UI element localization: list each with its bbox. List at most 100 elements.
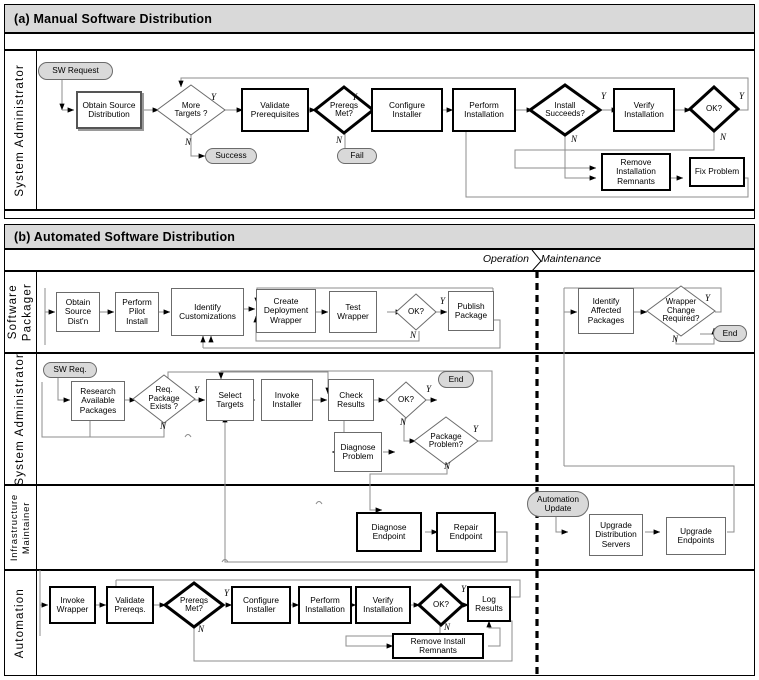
node-label: Publish Package	[454, 300, 488, 320]
node-obtain-source-distn[interactable]: Obtain Source Dist'n	[56, 292, 100, 332]
node-perform-installation-automation[interactable]: Perform Installation	[298, 586, 352, 624]
yn-label: N	[185, 137, 192, 147]
node-verify-installation[interactable]: Verify Installation	[613, 88, 675, 132]
node-check-results[interactable]: Check Results	[328, 379, 374, 421]
node-label: Diagnose Endpoint	[371, 521, 407, 541]
node-label: Invoke Wrapper	[56, 594, 89, 614]
node-fail[interactable]: Fail	[337, 148, 377, 164]
node-perform-installation[interactable]: Perform Installation	[452, 88, 516, 132]
node-label: Obtain Source Dist'n	[64, 297, 92, 326]
node-package-problem[interactable]: Package Problem?	[413, 416, 479, 466]
node-label: Repair Endpoint	[449, 521, 483, 541]
node-invoke-wrapper[interactable]: Invoke Wrapper	[49, 586, 96, 624]
node-label: End	[448, 373, 464, 384]
yn-label: Y	[211, 92, 217, 102]
node-publish-package[interactable]: Publish Package	[448, 291, 494, 331]
node-label: Perform Installation	[305, 594, 345, 614]
node-label: Diagnose Problem	[340, 441, 376, 461]
lane-label-system-administrator-a: System Administrator	[4, 50, 37, 210]
node-label: Remove Installation Remnants	[616, 157, 656, 186]
node-label: Create Deployment Wrapper	[263, 296, 309, 325]
node-research-available-packages[interactable]: Research Available Packages	[71, 381, 125, 421]
phase-label-maintenance: Maintenance	[541, 253, 602, 265]
node-ok-packager[interactable]: OK?	[395, 293, 437, 331]
node-sw-req[interactable]: SW Req.	[43, 362, 97, 378]
node-end-sysadmin[interactable]: End	[438, 371, 474, 388]
yn-label: Y	[473, 424, 479, 434]
yn-label: Y	[352, 92, 358, 102]
yn-label: Y	[739, 91, 745, 101]
node-select-targets[interactable]: Select Targets	[206, 379, 254, 421]
node-automation-update[interactable]: Automation Update	[527, 491, 589, 517]
node-label: Research Available Packages	[79, 386, 117, 415]
panel-a-footer-band	[4, 210, 755, 219]
lane-label-text: System Administrator	[14, 352, 27, 486]
node-configure-installer-automation[interactable]: Configure Installer	[231, 586, 291, 624]
yn-label: Y	[194, 385, 200, 395]
node-diagnose-endpoint[interactable]: Diagnose Endpoint	[356, 512, 422, 552]
node-test-wrapper[interactable]: Test Wrapper	[329, 291, 377, 333]
node-diagnose-problem[interactable]: Diagnose Problem	[334, 432, 382, 472]
node-label: Select Targets	[216, 389, 244, 409]
yn-label: N	[410, 330, 417, 340]
node-label: Upgrade Distribution Servers	[595, 520, 637, 549]
node-success[interactable]: Success	[205, 148, 257, 164]
panel-b-phase-band	[4, 249, 755, 271]
yn-label: N	[672, 334, 679, 344]
node-ok[interactable]: OK?	[688, 85, 740, 133]
yn-label: N	[198, 624, 205, 634]
node-install-succeeds[interactable]: Install Succeeds?	[528, 83, 602, 137]
lane-label-text: System Administrator	[14, 63, 27, 197]
node-verify-installation-automation[interactable]: Verify Installation	[355, 586, 411, 624]
yn-label: N	[720, 132, 727, 142]
node-ok-sysadmin[interactable]: OK?	[385, 381, 427, 419]
yn-label: N	[571, 134, 578, 144]
yn-label: N	[400, 417, 407, 427]
node-label: Upgrade Endpoints	[677, 525, 715, 545]
node-create-deployment-wrapper[interactable]: Create Deployment Wrapper	[256, 289, 316, 333]
node-label: Identify Customizations	[179, 301, 236, 321]
node-req-package-exists[interactable]: Req. Package Exists ?	[132, 374, 196, 424]
node-log-results[interactable]: Log Results	[467, 586, 511, 622]
panel-a-title: (a) Manual Software Distribution	[4, 4, 755, 33]
node-label: Validate Prerequisites	[250, 99, 300, 119]
node-label: Fail	[350, 150, 364, 161]
node-remove-install-remnants[interactable]: Remove Install Remnants	[392, 633, 484, 659]
node-label: Perform Pilot Install	[122, 297, 152, 326]
node-ok-automation[interactable]: OK?	[417, 583, 465, 627]
node-label: SW Request	[52, 65, 99, 76]
node-prereqs-met-automation[interactable]: Prereqs Met?	[163, 581, 225, 629]
node-upgrade-distribution-servers[interactable]: Upgrade Distribution Servers	[589, 514, 643, 556]
node-label: Log Results	[475, 593, 503, 613]
lane-label-software-packager: Software Packager	[4, 271, 37, 353]
yn-label: Y	[705, 293, 711, 303]
yn-label: Y	[461, 584, 467, 594]
node-validate-prerequisites[interactable]: Validate Prerequisites	[241, 88, 309, 132]
lane-label-text: Automation	[14, 587, 27, 659]
node-label: Obtain Source Distribution	[82, 99, 136, 119]
lane-label-system-administrator-b: System Administrator	[4, 353, 37, 485]
node-identify-customizations[interactable]: Identify Customizations	[171, 288, 244, 336]
node-perform-pilot-install[interactable]: Perform Pilot Install	[115, 292, 159, 332]
node-label: Invoke Installer	[272, 389, 302, 409]
node-configure-installer[interactable]: Configure Installer	[371, 88, 443, 132]
node-obtain-source-distribution[interactable]: Obtain Source Distribution	[76, 91, 142, 129]
node-invoke-installer[interactable]: Invoke Installer	[261, 379, 313, 421]
lane-label-text: Software Packager	[7, 282, 34, 342]
node-remove-installation-remnants[interactable]: Remove Installation Remnants	[601, 153, 671, 191]
node-identify-affected-packages[interactable]: Identify Affected Packages	[578, 288, 634, 334]
node-repair-endpoint[interactable]: Repair Endpoint	[436, 512, 496, 552]
node-prereqs-met[interactable]: Prereqs Met?	[313, 85, 375, 135]
node-end-packager[interactable]: End	[713, 325, 747, 342]
yn-label: Y	[440, 296, 446, 306]
node-label: Validate Prereqs.	[114, 594, 146, 614]
node-sw-request[interactable]: SW Request	[38, 62, 113, 80]
node-validate-prereqs[interactable]: Validate Prereqs.	[106, 586, 154, 624]
node-fix-problem[interactable]: Fix Problem	[689, 157, 745, 187]
yn-label: N	[444, 461, 451, 471]
panel-b-title: (b) Automated Software Distribution	[4, 224, 755, 249]
node-label: Test Wrapper	[337, 301, 369, 321]
yn-label: N	[444, 622, 451, 632]
node-upgrade-endpoints[interactable]: Upgrade Endpoints	[666, 517, 726, 555]
yn-label: N	[160, 421, 167, 431]
